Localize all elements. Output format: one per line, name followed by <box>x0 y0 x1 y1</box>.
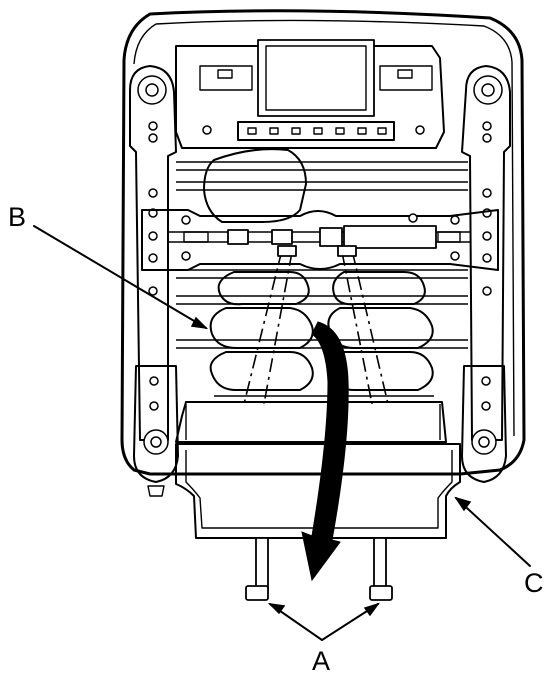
center-mechanism <box>141 209 499 271</box>
upper-cushion <box>203 148 307 223</box>
top-panel <box>175 39 445 149</box>
release-cables <box>243 245 389 405</box>
right-side-rail <box>461 65 511 483</box>
callout-label-b: B <box>8 202 26 232</box>
cross-rods <box>176 161 468 349</box>
callout-label-a: A <box>312 646 330 676</box>
pull-direction-arrow <box>301 321 349 582</box>
left-side-rail <box>129 65 179 497</box>
leader-lines <box>33 225 531 641</box>
callout-label-c: C <box>524 568 544 598</box>
seat-frame-outline <box>120 9 526 476</box>
cable-end-fittings <box>245 537 393 601</box>
